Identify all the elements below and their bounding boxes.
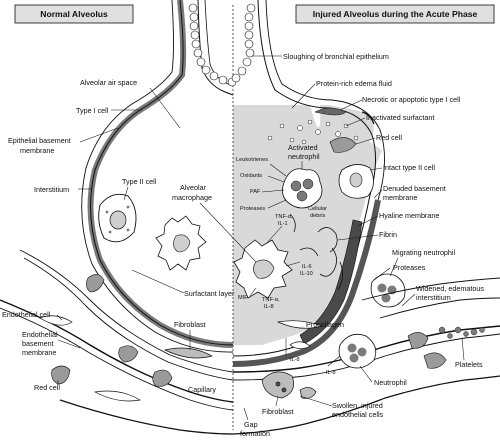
bronchial-epithelium (188, 3, 256, 87)
label-sloughing: Sloughing of bronchial epithelium (283, 52, 389, 61)
mediator-cellular-debris-1: Cellular (308, 206, 327, 212)
label-surfactant-layer: Surfactant layer (184, 289, 235, 298)
mediator-il6: IL-6 (302, 264, 312, 270)
intact-type-ii-cell (338, 164, 374, 199)
red-cell-right (329, 137, 357, 153)
mediator-il10: IL-10 (300, 271, 313, 277)
label-procollagen: Procollagen (306, 320, 344, 329)
title-left: Normal Alveolus (40, 9, 108, 19)
mediator-oxidants: Oxidants (240, 173, 262, 179)
injured-macrophage (233, 239, 293, 299)
label-fibrin: Fibrin (379, 230, 397, 239)
capillary-neutrophil (338, 333, 377, 369)
label-gap-formation-2: formation (240, 429, 270, 438)
swollen-endothelial-cells (261, 341, 317, 399)
title-right: Injured Alveolus during the Acute Phase (313, 9, 478, 19)
title-box-right (295, 4, 495, 24)
red-cells-right (407, 332, 447, 369)
label-fibroblast-right: Fibroblast (262, 407, 294, 416)
label-widened-interstitium-2: interstitium (416, 293, 451, 302)
label-endothelial-bm-1: Endothelial (22, 330, 58, 339)
label-red-cell-right: Red cell (376, 133, 402, 142)
label-proteases-right: Proteases (393, 263, 426, 272)
mediator-tnf-il1-1: TNF-α, (275, 214, 293, 220)
label-epithelial-basement-2: membrane (20, 146, 54, 155)
label-interstitium: Interstitium (34, 185, 69, 194)
label-capillary: Capillary (188, 385, 216, 394)
label-alveolar-air-space: Alveolar air space (80, 78, 137, 87)
platelets (438, 326, 485, 339)
label-swollen-endothelial-1: Swollen, injured (332, 401, 383, 410)
mediator-cellular-debris-2: debris (310, 213, 325, 219)
label-activated-neutrophil-2: neutrophil (288, 152, 320, 161)
procollagen-fibroblast (276, 320, 324, 329)
label-widened-interstitium-1: Widened, edematous (416, 284, 484, 293)
mediator-tnf-il8-1: TNF-α, (262, 297, 280, 303)
mediator-tnf-il1-2: IL-1 (278, 221, 288, 227)
mediator-proteases: Proteases (240, 206, 265, 212)
label-endothelial-bm-3: membrane (22, 348, 56, 357)
label-intact-type-ii: Intact type II cell (383, 163, 435, 172)
label-type-i-cell: Type I cell (76, 106, 109, 115)
mediator-tnf-il8-2: IL-8 (264, 304, 274, 310)
label-endothelial-cell: Endothelial cell (2, 310, 51, 319)
mediator-leukotrienes: Leukotrienes (236, 157, 268, 163)
label-migrating-neutrophil: Migrating neutrophil (392, 248, 456, 257)
label-neutrophil: Neutrophil (374, 378, 407, 387)
label-alveolar-macrophage-2: macrophage (172, 193, 212, 202)
alveolar-macrophage (155, 215, 207, 271)
label-endothelial-bm-2: basement (22, 339, 54, 348)
migrating-neutrophil (370, 273, 406, 308)
label-hyaline-membrane: Hyaline membrane (379, 211, 439, 220)
label-inactivated-surfactant: Inactivated surfactant (366, 113, 434, 122)
normal-alveolus-wall (81, 0, 234, 353)
label-platelets: Platelets (455, 360, 483, 369)
endothelial-cells-left (39, 315, 213, 402)
type-ii-cell-left (98, 193, 137, 243)
label-activated-neutrophil-1: Activated (288, 143, 318, 152)
mediator-arrows (249, 163, 341, 367)
label-red-cell-left: Red cell (34, 383, 60, 392)
title-box-left (14, 4, 134, 24)
label-necrotic-type-i: Necrotic or apoptotic type I cell (362, 95, 461, 104)
label-epithelial-basement-1: Epithelial basement (8, 136, 71, 145)
mediator-mif: MIF (238, 295, 248, 301)
label-edema-fluid: Protein-rich edema fluid (316, 79, 392, 88)
mediator-il8-b: IL-8 (326, 370, 336, 376)
red-cells-left (51, 274, 173, 387)
mediator-il8-a: IL-8 (290, 357, 300, 363)
label-gap-formation-1: Gap (244, 420, 258, 429)
label-denuded-bm-2: membrane (383, 193, 417, 202)
label-swollen-endothelial-2: endothelial cells (332, 410, 384, 419)
label-denuded-bm-1: Denuded basement (383, 184, 446, 193)
label-alveolar-macrophage-1: Alveolar (180, 183, 207, 192)
mediator-paf: PAF (250, 189, 261, 195)
label-type-ii-cell: Type II cell (122, 177, 157, 186)
label-fibroblast-left: Fibroblast (174, 320, 206, 329)
necrotic-type-i-cell (314, 107, 375, 125)
fibrin-strands (289, 213, 343, 291)
activated-neutrophil (282, 168, 323, 209)
